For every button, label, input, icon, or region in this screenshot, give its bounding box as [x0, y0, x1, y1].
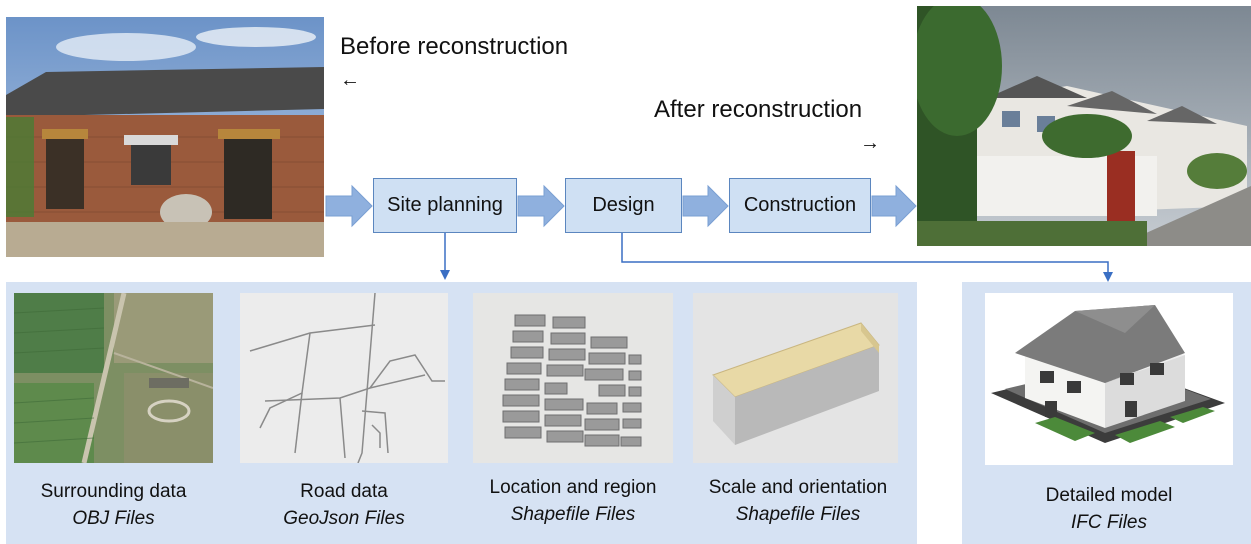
after-reconstruction-label: After reconstruction: [654, 96, 863, 123]
location-region-caption: Location and region Shapefile Files: [466, 474, 680, 528]
before-reconstruction-label: Before reconstruction: [340, 33, 569, 60]
flow-arrow-3: [682, 184, 729, 228]
detailed-model-format: IFC Files: [1071, 512, 1147, 533]
before-reconstruction-photo: [6, 17, 324, 257]
flow-arrow-2: [517, 184, 565, 228]
surrounding-data-caption: Surrounding data OBJ Files: [14, 478, 213, 532]
left-arrow-icon: ←: [340, 69, 360, 91]
surrounding-data-format: OBJ Files: [72, 508, 155, 529]
step-site-planning: Site planning: [373, 178, 517, 233]
design-connector-head: [1103, 272, 1113, 282]
scale-orientation-name: Scale and orientation: [708, 477, 888, 498]
scale-orientation-format: Shapefile Files: [735, 504, 861, 525]
location-region-thumbnail: [473, 293, 673, 463]
step-design: Design: [565, 178, 682, 233]
road-data-thumbnail: [240, 293, 448, 463]
after-reconstruction-photo: [917, 6, 1251, 246]
location-region-name: Location and region: [489, 477, 657, 498]
step-site-planning-label: Site planning: [387, 194, 503, 216]
design-connector: [621, 233, 1109, 274]
scale-orientation-caption: Scale and orientation Shapefile Files: [686, 474, 910, 528]
road-data-format: GeoJson Files: [283, 508, 405, 529]
flow-arrow-4: [871, 184, 917, 228]
road-data-caption: Road data GeoJson Files: [240, 478, 448, 532]
detailed-model-caption: Detailed model IFC Files: [985, 482, 1233, 536]
step-design-label: Design: [592, 194, 655, 216]
flow-arrow-1: [325, 184, 373, 228]
step-construction-label: Construction: [743, 194, 857, 216]
right-arrow-icon: →: [860, 132, 880, 154]
location-region-format: Shapefile Files: [510, 504, 636, 525]
surrounding-data-thumbnail: [14, 293, 213, 463]
detailed-model-thumbnail: [985, 293, 1233, 465]
surrounding-data-name: Surrounding data: [40, 481, 187, 502]
scale-orientation-thumbnail: [693, 293, 898, 463]
detailed-model-name: Detailed model: [1045, 485, 1173, 506]
step-construction: Construction: [729, 178, 871, 233]
road-data-name: Road data: [300, 481, 388, 502]
site-planning-connector-head: [440, 270, 450, 280]
